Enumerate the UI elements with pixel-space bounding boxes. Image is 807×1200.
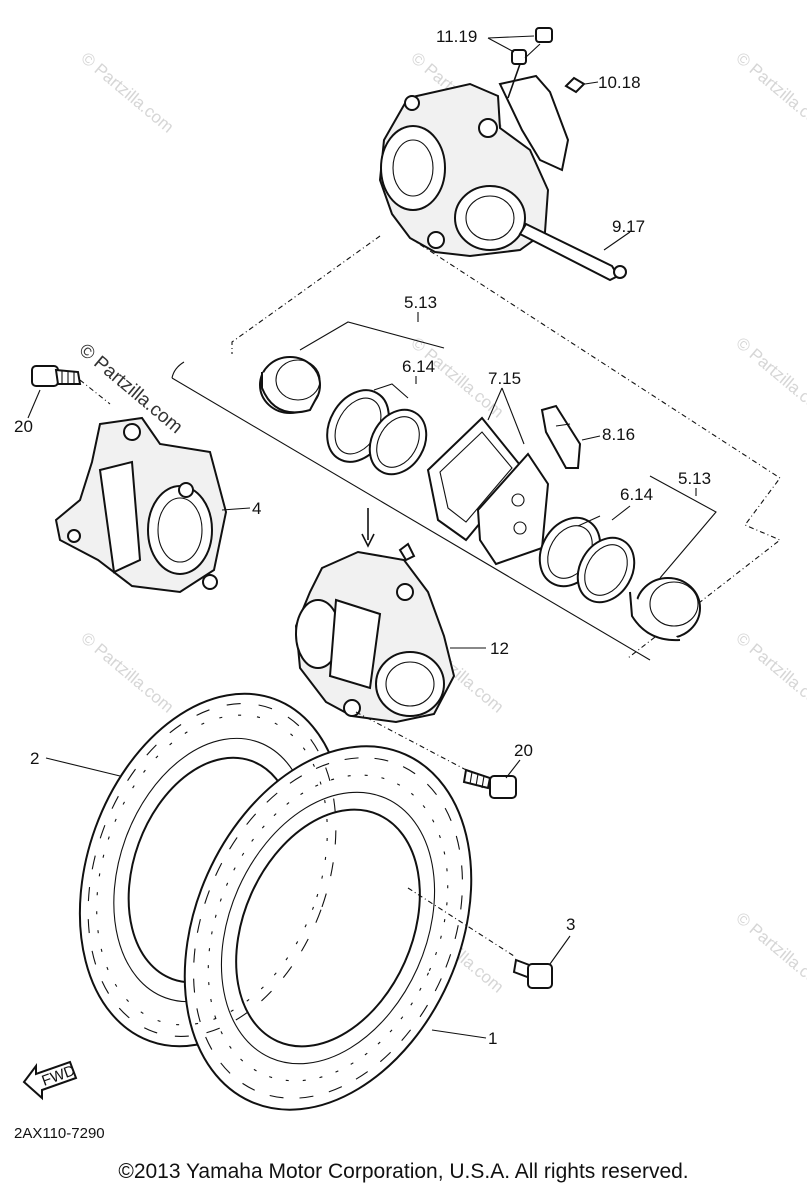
callout-6-14-top: 6.14 bbox=[402, 357, 435, 376]
callout-12: 12 bbox=[490, 639, 509, 658]
callout-20-left: 20 bbox=[14, 417, 33, 436]
callout-20-bottom: 20 bbox=[514, 741, 533, 760]
callout-5-13-top: 5.13 bbox=[404, 293, 437, 312]
watermark: © Partzilla.com bbox=[77, 629, 177, 717]
watermark: © Partzilla.com bbox=[732, 909, 807, 997]
callout-3: 3 bbox=[566, 915, 575, 934]
watermark: © Partzilla.com bbox=[732, 629, 807, 717]
callout-4: 4 bbox=[252, 499, 261, 518]
left-caliper bbox=[54, 416, 228, 594]
caliper-bolt-left bbox=[31, 365, 111, 405]
piston-seals-upper bbox=[326, 389, 428, 476]
upper-caliper bbox=[378, 74, 570, 258]
callout-7-15: 7.15 bbox=[488, 369, 521, 388]
fwd-label: FWD bbox=[40, 1062, 78, 1090]
watermark: © Partzilla.com bbox=[732, 334, 807, 422]
piston-seals-right bbox=[538, 516, 636, 604]
callout-5-13-right: 5.13 bbox=[678, 469, 711, 488]
kit-bracket-line bbox=[171, 377, 651, 661]
callout-2: 2 bbox=[30, 749, 39, 768]
pad-shim bbox=[540, 404, 582, 469]
brake-disc-right bbox=[87, 703, 473, 1111]
watermark: © Partzilla.com bbox=[77, 49, 177, 137]
right-caliper bbox=[294, 542, 456, 724]
callout-6-14-right: 6.14 bbox=[620, 485, 653, 504]
pad-clip bbox=[564, 76, 586, 94]
piston-right bbox=[629, 577, 701, 642]
diagram-code: 2AX110-7290 bbox=[14, 1125, 105, 1142]
copyright-notice: ©2013 Yamaha Motor Corporation, U.S.A. A… bbox=[118, 1160, 689, 1183]
callout-9-17: 9.17 bbox=[612, 217, 645, 236]
callout-11-19: 11.19 bbox=[436, 27, 477, 46]
watermark: © Partzilla.com bbox=[732, 49, 807, 137]
piston-upper bbox=[259, 356, 321, 414]
caliper-bolt-bottom bbox=[462, 768, 517, 799]
brake-pads bbox=[426, 416, 550, 566]
callout-10-18: 10.18 bbox=[598, 73, 641, 92]
fwd-arrow-icon: FWD bbox=[22, 1060, 78, 1101]
callout-8-16: 8.16 bbox=[602, 425, 635, 444]
bleed-screw bbox=[507, 27, 553, 99]
callout-1: 1 bbox=[488, 1029, 497, 1048]
disc-bolt bbox=[512, 958, 553, 989]
pad-pin bbox=[518, 222, 627, 282]
